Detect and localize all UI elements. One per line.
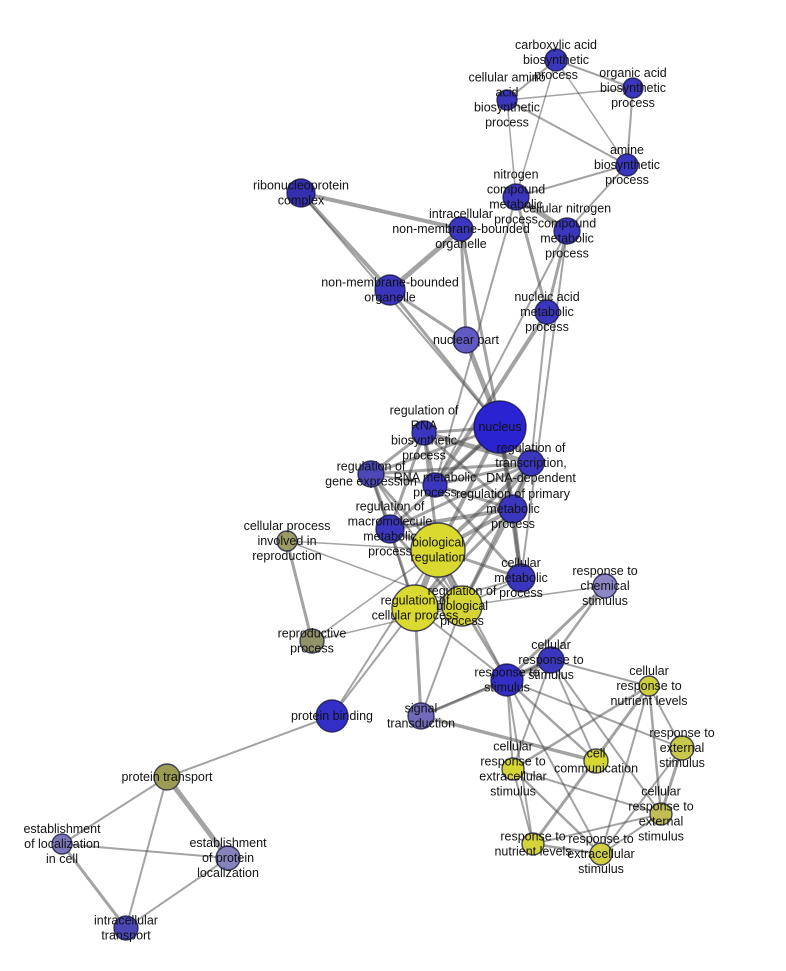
graph-edge-regulation-of-transcription-dna-dependent--regulation-of-gene-expression — [369, 461, 533, 476]
graph-node-intracellular-transport[interactable] — [113, 915, 139, 941]
graph-node-nitrogen-compound-metabolic-process[interactable] — [502, 183, 530, 211]
graph-edge-cellular-response-to-nutrient-levels--cellular-response-to-extracellular-stimulus — [511, 684, 651, 771]
graph-edge-response-to-stimulus--response-to-extracellular-stimulus — [506, 679, 602, 855]
graph-edge-protein-transport--establishment-of-localization-in-cell — [61, 776, 168, 845]
graph-edge-ribonucleoprotein-complex--intracellular-non-membrane-bounded-organelle — [299, 191, 463, 231]
graph-edge-cellular-response-to-extracellular-stimulus--response-to-nutrient-levels — [512, 768, 534, 845]
graph-node-intracellular-non-membrane-bounded-organelle[interactable] — [448, 216, 474, 242]
graph-edge-cellular-response-to-stimulus--cellular-response-to-nutrient-levels — [550, 659, 650, 687]
nodes-layer — [51, 48, 695, 941]
graph-edge-protein-transport--establishment-of-protein-localization — [164, 774, 231, 861]
graph-edge-protein-transport--intracellular-transport — [125, 776, 168, 929]
graph-edge-cellular-nitrogen-compound-metabolic-process--cellular-metabolic-process — [520, 230, 568, 579]
graph-edge-rna-metabolic-process--cellular-metabolic-process — [433, 483, 523, 580]
graph-node-nuclear-part[interactable] — [452, 326, 480, 354]
graph-edge-response-to-chemical-stimulus--cellular-response-to-stimulus — [549, 584, 607, 662]
graph-edge-amine-biosynthetic-process--nitrogen-compound-metabolic-process — [515, 164, 628, 198]
graph-edge-cellular-response-to-stimulus--cellular-response-to-external-stimulus — [550, 659, 662, 815]
graph-edge-cell-communication--signal-transduction — [419, 714, 598, 763]
graph-node-response-to-chemical-stimulus[interactable] — [592, 573, 618, 599]
graph-edge-cellular-nitrogen-compound-metabolic-process--nucleic-acid-metabolic-process — [545, 229, 569, 314]
graph-edge-establishment-of-protein-localization--intracellular-transport — [125, 857, 229, 929]
graph-edge-nucleic-acid-metabolic-process--regulation-of-transcription-dna-dependent — [530, 311, 548, 464]
graph-edge-non-membrane-bounded-organelle--nucleus — [388, 288, 502, 429]
graph-edge-cellular-response-to-stimulus--signal-transduction — [420, 659, 552, 717]
graph-node-organic-acid-biosynthetic-process[interactable] — [622, 77, 644, 99]
graph-edge-intracellular-non-membrane-bounded-organelle--nucleus — [459, 227, 502, 429]
graph-node-cellular-response-to-extracellular-stimulus[interactable] — [501, 757, 525, 781]
graph-node-nucleic-acid-metabolic-process[interactable] — [534, 299, 560, 325]
graph-node-regulation-of-rna-biosynthetic-process[interactable] — [411, 420, 437, 446]
graph-edge-regulation-of-primary-metabolic-process--regulation-of-macromolecule-metabolic-process — [388, 507, 515, 531]
graph-node-cellular-response-to-nutrient-levels[interactable] — [638, 675, 660, 697]
graph-node-nucleus[interactable] — [473, 400, 527, 454]
graph-edge-response-to-stimulus--cell-communication — [505, 678, 598, 763]
graph-edge-response-to-chemical-stimulus--response-to-stimulus — [505, 584, 607, 682]
graph-node-protein-binding[interactable] — [315, 699, 349, 733]
graph-edge-intracellular-non-membrane-bounded-organelle--nuclear-part — [459, 227, 468, 342]
graph-edge-cellular-response-to-extracellular-stimulus--response-to-extracellular-stimulus — [511, 767, 603, 856]
graph-edge-cellular-amino-acid-biosynthetic-process--amine-biosynthetic-process — [506, 99, 628, 166]
graph-node-response-to-nutrient-levels[interactable] — [521, 832, 545, 856]
graph-edge-reproductive-process--regulation-of-biological-process — [311, 605, 463, 642]
graph-edge-response-to-extracellular-stimulus--cellular-response-to-external-stimulus — [600, 813, 662, 855]
graph-node-ribonucleoprotein-complex[interactable] — [286, 178, 316, 208]
graph-node-regulation-of-cellular-process[interactable] — [391, 584, 439, 632]
graph-node-cellular-process-involved-in-reproduction[interactable] — [276, 530, 298, 552]
graph-edge-regulation-of-transcription-dna-dependent--regulation-of-cellular-process — [413, 461, 533, 610]
graph-edge-cellular-response-to-stimulus--cellular-response-to-extracellular-stimulus — [512, 659, 552, 770]
graph-edge-cellular-response-to-stimulus--cell-communication — [550, 659, 597, 762]
edges-layer — [60, 59, 684, 930]
graph-edge-regulation-of-transcription-dna-dependent--regulation-of-macromolecule-metabolic-process — [388, 461, 533, 531]
graph-edge-regulation-of-transcription-dna-dependent--rna-metabolic-process — [433, 461, 533, 487]
graph-node-amine-biosynthetic-process[interactable] — [615, 153, 639, 177]
graph-edge-protein-binding--protein-transport — [166, 715, 333, 778]
graph-node-response-to-external-stimulus[interactable] — [669, 735, 695, 761]
graph-edge-cellular-response-to-extracellular-stimulus--cellular-response-to-external-stimulus — [512, 768, 662, 815]
graph-edge-protein-binding--biological-regulation — [331, 549, 439, 717]
graph-edge-cellular-process-involved-in-reproduction--reproductive-process — [285, 539, 314, 643]
graph-edge-establishment-of-protein-localization--establishment-of-localization-in-cell — [61, 843, 229, 859]
graph-node-reproductive-process[interactable] — [299, 628, 325, 654]
graph-edge-carboxylic-acid-biosynthetic-process--amine-biosynthetic-process — [555, 59, 628, 166]
graph-node-response-to-stimulus[interactable] — [490, 663, 524, 697]
graph-node-cellular-response-to-external-stimulus[interactable] — [649, 802, 673, 826]
graph-node-regulation-of-biological-process[interactable] — [441, 585, 483, 627]
graph-edge-response-to-external-stimulus--response-to-extracellular-stimulus — [600, 747, 683, 855]
graph-edge-establishment-of-localization-in-cell--intracellular-transport — [60, 842, 128, 930]
graph-node-establishment-of-localization-in-cell[interactable] — [51, 833, 73, 855]
graph-edge-carboxylic-acid-biosynthetic-process--organic-acid-biosynthetic-process — [555, 59, 634, 89]
graph-node-regulation-of-transcription-dna-dependent[interactable] — [517, 449, 545, 477]
graph-node-response-to-extracellular-stimulus[interactable] — [589, 842, 613, 866]
graph-node-establishment-of-protein-localization[interactable] — [215, 845, 241, 871]
graph-node-signal-transduction[interactable] — [407, 702, 435, 730]
graph-edge-cellular-amino-acid-biosynthetic-process--nitrogen-compound-metabolic-process — [506, 99, 517, 198]
graph-edge-cellular-response-to-nutrient-levels--cellular-response-to-external-stimulus — [647, 684, 663, 816]
graph-node-cellular-metabolic-process[interactable] — [506, 563, 536, 593]
graph-node-biological-regulation[interactable] — [410, 522, 466, 578]
graph-edge-carboxylic-acid-biosynthetic-process--nitrogen-compound-metabolic-process — [515, 59, 557, 198]
graph-edge-organic-acid-biosynthetic-process--amine-biosynthetic-process — [626, 87, 634, 166]
graph-node-regulation-of-gene-expression[interactable] — [357, 460, 385, 488]
graph-edge-response-to-nutrient-levels--cellular-response-to-external-stimulus — [532, 813, 662, 845]
graph-edge-nitrogen-compound-metabolic-process--nucleic-acid-metabolic-process — [514, 195, 549, 314]
graph-node-regulation-of-macromolecule-metabolic-process[interactable] — [375, 514, 405, 544]
graph-node-cell-communication[interactable] — [583, 748, 609, 774]
graph-node-rna-metabolic-process[interactable] — [422, 472, 448, 498]
graph-node-carboxylic-acid-biosynthetic-process[interactable] — [544, 48, 568, 72]
graph-node-non-membrane-bounded-organelle[interactable] — [374, 274, 406, 306]
graph-node-protein-transport[interactable] — [153, 763, 181, 791]
graph-edge-organic-acid-biosynthetic-process--cellular-amino-acid-biosynthetic-process — [506, 87, 634, 101]
graph-edge-response-to-chemical-stimulus--regulation-of-biological-process — [461, 585, 606, 607]
graph-node-cellular-response-to-stimulus[interactable] — [537, 646, 565, 674]
graph-node-regulation-of-primary-metabolic-process[interactable] — [498, 494, 528, 524]
graph-edge-amine-biosynthetic-process--cellular-nitrogen-compound-metabolic-process — [566, 164, 628, 232]
graph-edge-regulation-of-rna-biosynthetic-process--regulation-of-transcription-dna-dependent — [421, 430, 534, 466]
graph-node-cellular-nitrogen-compound-metabolic-process[interactable] — [553, 217, 581, 245]
graph-node-cellular-amino-acid-biosynthetic-process[interactable] — [496, 89, 518, 111]
